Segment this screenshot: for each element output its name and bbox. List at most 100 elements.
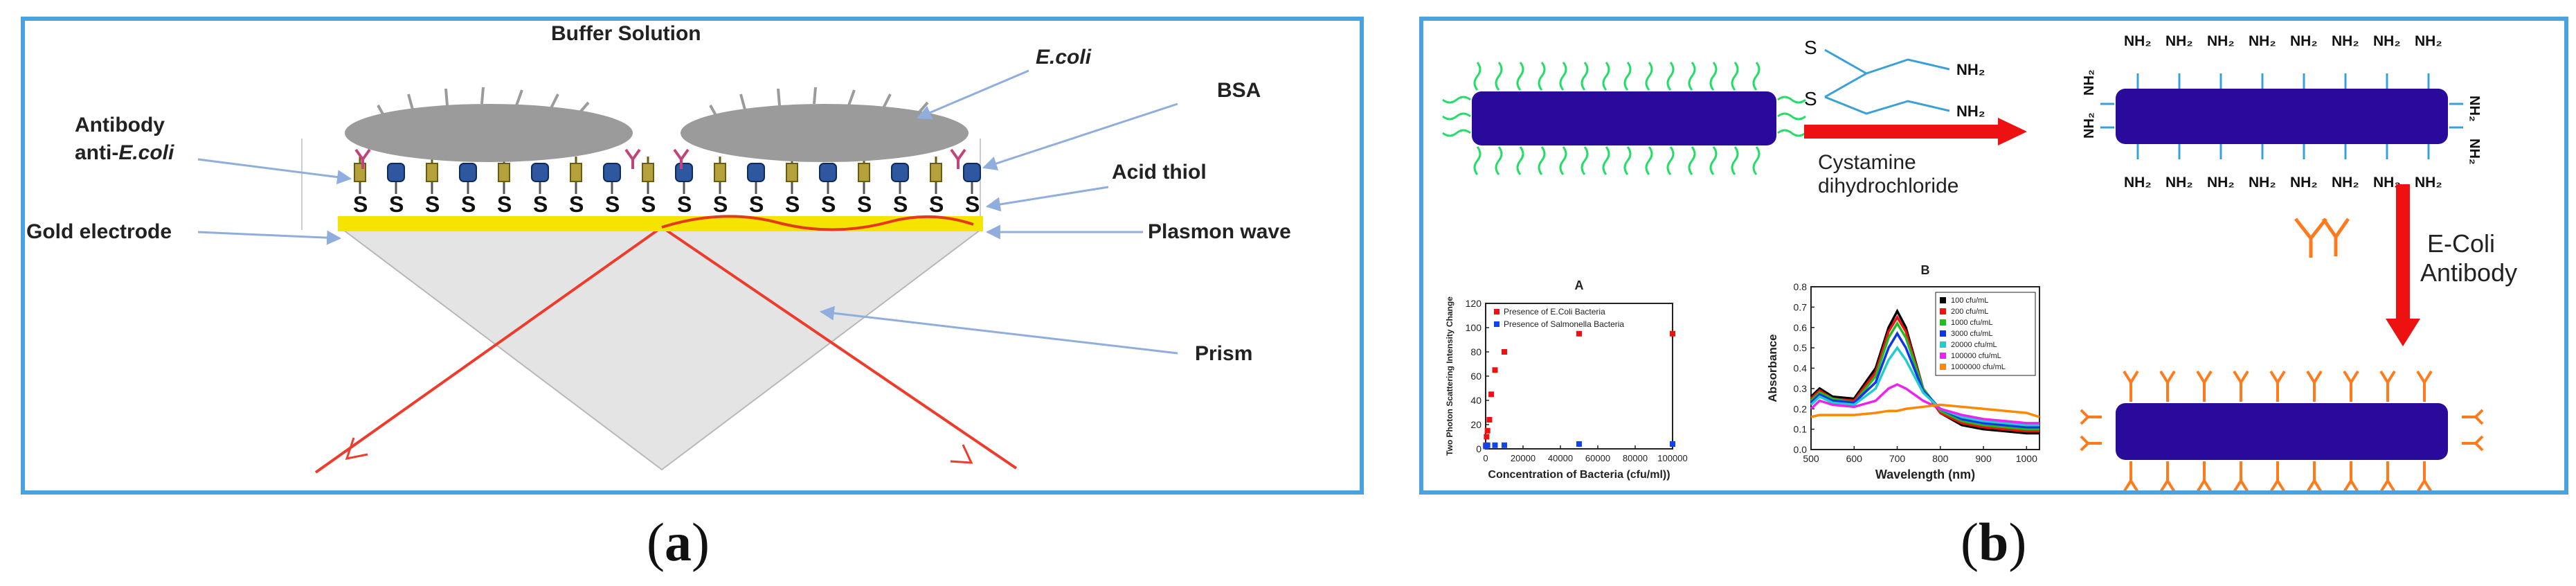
- chart-a-ylabel: Two Photon Scattering Intensity Change: [1445, 296, 1454, 456]
- chart-a-legend-marker: [1494, 321, 1499, 327]
- antibody-y: [2123, 370, 2139, 402]
- thiol-s-label: S: [857, 192, 872, 217]
- chart-a-legend-label: Presence of E.Coli Bacteria: [1504, 307, 1605, 317]
- acid-thiol-mark: [570, 163, 582, 182]
- thiol-s-label: S: [713, 192, 728, 217]
- chart-b-ytick: 0.8: [1794, 281, 1808, 292]
- amine-label: NH₂: [2249, 33, 2276, 49]
- antibody-y: [2379, 370, 2396, 402]
- chart-b-legend-label: 1000 cfu/mL: [1951, 319, 1993, 327]
- buffer-solution-label: Buffer Solution: [551, 22, 701, 45]
- antibody-label: Antibody: [75, 114, 165, 136]
- chart-a-ytick: 80: [1470, 346, 1481, 357]
- antibody-y: [2159, 370, 2176, 402]
- chart-b-legend-marker: [1940, 330, 1946, 337]
- chart-a-xlabel: Concentration of Bacteria (cfu/ml)): [1488, 469, 1670, 481]
- antibody-y: [2159, 461, 2176, 493]
- anti-ecoli-antibody: [354, 148, 371, 169]
- chart-b-ytick: 0.1: [1794, 424, 1808, 435]
- bsa-mark: [387, 163, 405, 182]
- caption-b: (b): [1961, 512, 2027, 572]
- chart-a-point: [1484, 434, 1490, 440]
- bsa-mark: [531, 163, 549, 182]
- antibody-y: [2306, 370, 2323, 402]
- prism-shape: [341, 229, 982, 471]
- chart-b-legend-label: 3000 cfu/mL: [1951, 330, 1993, 338]
- amine-label: NH₂: [2124, 33, 2152, 49]
- chart-a-point: [1484, 427, 1490, 434]
- panel-b-diagram: S S NH₂ NH₂ Cystamine dihydrochloride NH…: [1442, 33, 2517, 493]
- chart-a-ytick: 0: [1476, 443, 1481, 454]
- chart-b-xtick: 500: [1803, 453, 1819, 464]
- antibody-y: [2233, 461, 2249, 493]
- chart-b-ytick: 0.2: [1794, 403, 1808, 414]
- chart-b-xtick: 600: [1846, 453, 1863, 464]
- chart-b-legend-label: 100 cfu/mL: [1951, 296, 1988, 305]
- chart-b-series-line: [1810, 383, 2039, 425]
- nanorod-ctab-coated: [1442, 62, 1806, 175]
- antibody-y-icon: [2294, 217, 2350, 258]
- caption-a: (a): [647, 512, 710, 572]
- chart-a-ytick: 100: [1466, 322, 1482, 333]
- thiol-s-label: S: [497, 192, 512, 217]
- amine-label: NH₂: [2124, 175, 2152, 190]
- acid-thiol-mark: [858, 163, 870, 182]
- acid-thiol-mark: [498, 163, 510, 182]
- thiol-s-label: S: [641, 192, 656, 217]
- chart-b-series-line: [1810, 331, 2039, 429]
- thiol-s-label: S: [929, 192, 944, 217]
- bsa-mark: [963, 163, 981, 182]
- chart-b-xlabel: Wavelength (nm): [1875, 468, 1975, 481]
- chart-b-legend-label: 1000000 cfu/mL: [1951, 363, 2006, 371]
- ecoli-cell-right: [681, 87, 969, 162]
- chart-a-xtick: 20000: [1511, 453, 1535, 463]
- chart-a-ytick: 60: [1470, 371, 1481, 382]
- acid-thiol-mark: [426, 163, 438, 182]
- amine-label: NH₂: [2082, 112, 2097, 139]
- antibody-y: [2196, 461, 2213, 493]
- chart-a-legend-marker: [1494, 309, 1499, 314]
- thiol-s-label: S: [425, 192, 440, 217]
- plasmon-wave-label: Plasmon wave: [1148, 220, 1291, 243]
- thiol-s-label: S: [785, 192, 800, 217]
- chart-a-point: [1492, 367, 1498, 373]
- chart-b-xtick: 900: [1975, 453, 1992, 464]
- acid-thiol-mark: [786, 163, 798, 182]
- antibody-y: [2462, 435, 2484, 452]
- ecoli-label: E.coli: [1036, 46, 1092, 69]
- chart-a-ytick: 20: [1470, 419, 1481, 430]
- amine-label: NH₂: [2332, 175, 2359, 190]
- amine-label: NH₂: [2373, 33, 2401, 49]
- thiol-s-label: S: [569, 192, 584, 217]
- antibody-y: [2416, 370, 2433, 402]
- chart-a-point: [1488, 391, 1495, 398]
- chart-a-xtick: 60000: [1585, 453, 1610, 463]
- chart-b-xtick: 1000: [2016, 453, 2037, 464]
- chart-b-ytick: 0.4: [1794, 363, 1808, 374]
- chart-b-ytick: 0.7: [1794, 301, 1808, 312]
- cystamine-nh2-1: NH₂: [1956, 61, 1985, 78]
- chart-b-legend-label: 200 cfu/mL: [1951, 308, 1988, 316]
- chart-b-legend-marker: [1940, 364, 1946, 370]
- chart-b-ytick: 0.0: [1794, 444, 1808, 455]
- chart-a-point: [1576, 441, 1582, 447]
- chart-b-legend-marker: [1940, 308, 1946, 314]
- chart-b-ylabel: Absorbance: [1766, 334, 1779, 402]
- acid-thiol-mark: [930, 163, 942, 182]
- chart-a-legend-label: Presence of Salmonella Bacteria: [1504, 319, 1624, 329]
- acid-thiol-mark: [642, 163, 654, 182]
- antibody-y: [2080, 435, 2102, 452]
- acid-thiol-label: Acid thiol: [1112, 161, 1207, 184]
- amine-label: NH₂: [2415, 175, 2442, 190]
- antibody-bsa-layer: [354, 148, 981, 182]
- chart-a-xtick: 0: [1483, 453, 1488, 463]
- amine-label: NH₂: [2290, 175, 2318, 190]
- chart-b-title: B: [1921, 263, 1930, 277]
- acid-thiol-mark: [714, 163, 726, 182]
- thiol-s-label: S: [461, 192, 476, 217]
- gold-electrode-label: Gold electrode: [26, 220, 172, 243]
- amine-label: NH₂: [2373, 175, 2401, 190]
- antibody-y: [2269, 461, 2286, 493]
